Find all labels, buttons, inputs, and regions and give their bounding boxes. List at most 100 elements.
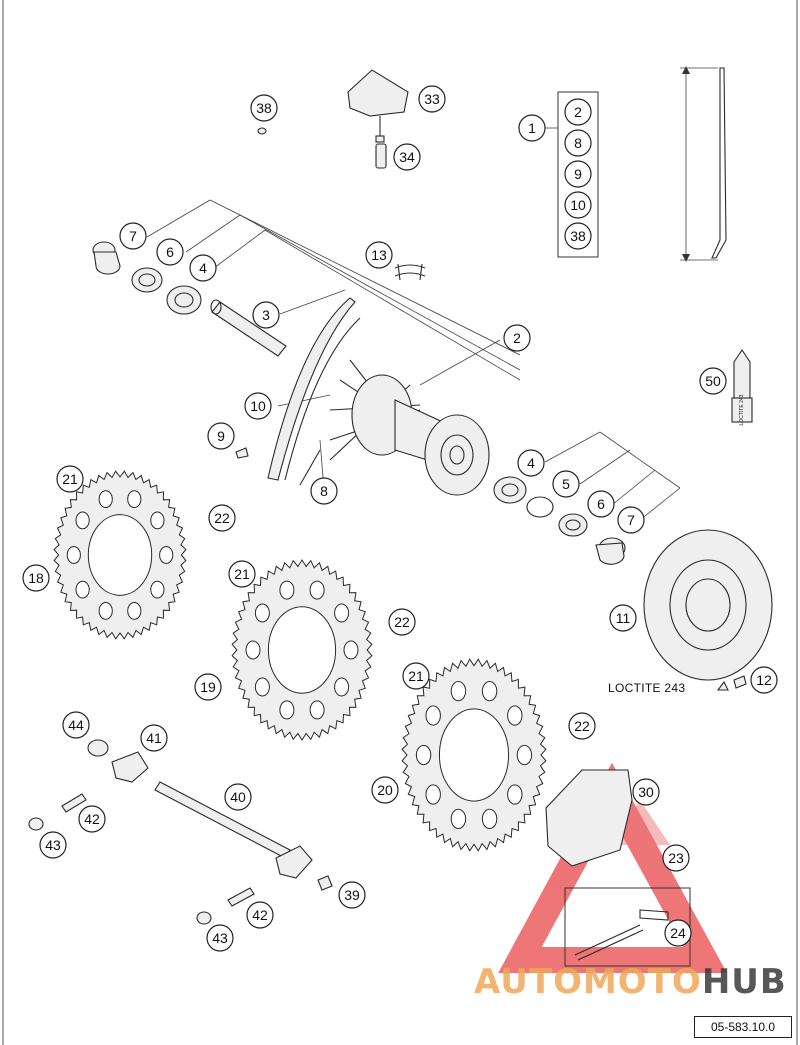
watermark-text: AUTOMOTOHUB [474, 962, 787, 1002]
callout-label: 7 [129, 228, 137, 244]
callout-30: 30 [632, 778, 660, 806]
callout-label: 30 [638, 784, 654, 800]
callout-24: 24 [664, 919, 692, 947]
callout-8: 8 [310, 477, 338, 505]
spring-42-left [61, 793, 87, 813]
callout-kit-group: 1 2 8 9 10 38 [518, 98, 592, 250]
callout-label: 42 [252, 907, 268, 923]
callout-label: 43 [45, 837, 61, 853]
callout-label: 6 [597, 496, 605, 512]
callout-label: 7 [627, 512, 635, 528]
callout-label: 22 [394, 614, 410, 630]
callout-label: 21 [408, 668, 424, 684]
callout-label: 34 [399, 149, 415, 165]
callout-label: 13 [371, 247, 387, 263]
watermark-triangle [498, 762, 727, 973]
callout-13: 13 [365, 241, 393, 269]
callout-40: 40 [224, 783, 252, 811]
watermark-part-a: AUTOMOTO [474, 962, 702, 1002]
kit-bracket [557, 91, 599, 258]
document-number: 05-583.10.0 [694, 1016, 792, 1038]
callout-39: 39 [338, 881, 366, 909]
callout-42: 42 [246, 901, 274, 929]
callout-label: 20 [377, 782, 393, 798]
callout-11: 11 [609, 604, 637, 632]
callout-label: 19 [200, 679, 216, 695]
kit-group-item: 8 [574, 135, 582, 151]
callout-label: 39 [344, 887, 360, 903]
loctite-label: LOCTITE 243 [608, 681, 686, 695]
axle-40 [154, 781, 313, 879]
callout-label: 18 [28, 570, 44, 586]
callout-23: 23 [662, 844, 690, 872]
nut-34 [375, 143, 387, 169]
callout-6: 6 [156, 238, 184, 266]
callout-label: 22 [574, 718, 590, 734]
chain-link-23 [639, 909, 669, 921]
seal-6-left [131, 267, 163, 293]
bearing-4-left [166, 285, 202, 315]
spoke-drawing [680, 66, 727, 262]
callout-label: 24 [670, 925, 686, 941]
callout-50: 50 [699, 367, 727, 395]
kit-group-item: 38 [570, 228, 586, 244]
callout-12: 12 [750, 666, 778, 694]
spacer-7-right [595, 537, 626, 565]
callout-label: 12 [756, 672, 772, 688]
callout-label: 42 [84, 811, 100, 827]
loctite-drop [716, 680, 729, 691]
callout-9: 9 [207, 422, 235, 450]
callout-label: 43 [212, 930, 228, 946]
callout-18: 18 [22, 564, 50, 592]
callout-4: 4 [189, 254, 217, 282]
callout-label: 2 [513, 330, 521, 346]
callout-22: 22 [388, 608, 416, 636]
nipple-9 [235, 447, 249, 459]
callout-21: 21 [228, 560, 256, 588]
spring-42-right [227, 887, 255, 907]
callout-20: 20 [371, 776, 399, 804]
kit-group-number: 1 [528, 120, 536, 136]
callout-label: 11 [616, 610, 631, 626]
callout-label: 6 [166, 244, 174, 260]
seal-6-right [558, 513, 588, 537]
chain-24 [574, 924, 644, 961]
cartridge-label: LOCTITE 243 [739, 394, 745, 425]
callout-22: 22 [568, 712, 596, 740]
kit-group-item: 10 [570, 197, 586, 213]
circlip-5 [526, 496, 554, 518]
callout-6: 6 [587, 490, 615, 518]
chain-adjuster-41 [111, 751, 149, 783]
sprocket-20 [401, 658, 547, 852]
sprocket-19 [231, 559, 373, 741]
callout-label: 21 [234, 566, 250, 582]
kit-group-item: 2 [574, 104, 582, 120]
nut-43-left [28, 817, 44, 831]
callout-7: 7 [617, 506, 645, 534]
callout-label: 9 [217, 428, 225, 444]
callout-label: 5 [562, 476, 570, 492]
callout-44: 44 [62, 711, 90, 739]
callout-label: 44 [68, 717, 84, 733]
bearing-4-right [493, 476, 527, 504]
callout-label: 8 [320, 483, 328, 499]
callout-7: 7 [119, 222, 147, 250]
callout-label: 10 [250, 398, 266, 414]
screw-39 [317, 875, 333, 891]
callout-34: 34 [393, 143, 421, 171]
callout-21: 21 [402, 662, 430, 690]
callout-33: 33 [418, 85, 446, 113]
rim-lock-33 [347, 69, 409, 143]
spacer-sleeve-3 [210, 299, 287, 357]
callout-label: 3 [262, 307, 270, 323]
callout-43: 43 [39, 831, 67, 859]
callout-label: 23 [668, 850, 684, 866]
wheel-hub [351, 374, 490, 496]
sprocket-18 [53, 470, 187, 640]
callout-label: 4 [199, 260, 207, 276]
spacer-7-left [92, 241, 121, 275]
callout-label: 38 [256, 100, 272, 116]
kit-group-item: 9 [574, 166, 582, 182]
rim-tape-13 [394, 263, 426, 281]
